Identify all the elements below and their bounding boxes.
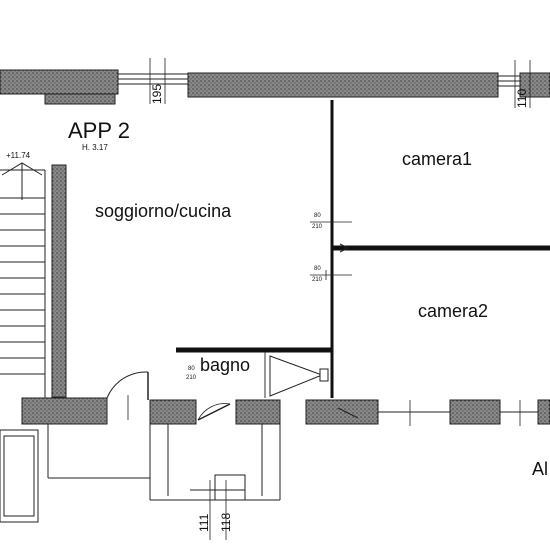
- room-label-bedroom1: camera1: [402, 149, 473, 169]
- living-left-wall: [51, 164, 67, 398]
- dim-top-right: 110: [515, 88, 529, 108]
- door2-width: 80: [314, 266, 321, 272]
- bottom-wall-2: [149, 399, 197, 425]
- unit-label: APP 2: [68, 118, 130, 143]
- bottom-wall-1: [21, 397, 108, 425]
- staircase: [0, 162, 46, 400]
- door3-height: 210: [186, 375, 197, 381]
- room-label-bedroom2: camera2: [418, 301, 489, 321]
- bottom-wall-4: [305, 399, 379, 425]
- bottom-wall-5: [449, 399, 501, 425]
- room-label-bathroom: bagno: [200, 355, 251, 375]
- entry-pier: [44, 93, 116, 105]
- dim-bottom-a: 111: [197, 513, 211, 532]
- door2-height: 210: [312, 277, 323, 283]
- bathroom-door-swing: [197, 403, 231, 421]
- room-label-living-kitchen: soggiorno/cucina: [95, 201, 232, 221]
- edge-text: Al: [532, 459, 549, 479]
- unit-height: H. 3.17: [82, 143, 108, 152]
- top-wall-center: [187, 72, 499, 98]
- door1-width: 80: [314, 213, 321, 219]
- door3-width: 80: [188, 366, 195, 372]
- entry-door-swing: [106, 371, 149, 399]
- bottom-wall-6: [537, 399, 550, 425]
- bottom-wall-3: [235, 399, 281, 425]
- balcony-outline: [0, 424, 281, 523]
- dim-bottom-b: 118: [219, 512, 233, 532]
- door1-height: 210: [312, 224, 323, 230]
- stair-level: +11.74: [6, 151, 31, 160]
- shower-symbol: [269, 355, 324, 397]
- dim-top-left: 195: [150, 83, 164, 104]
- top-wall-left: [0, 69, 119, 95]
